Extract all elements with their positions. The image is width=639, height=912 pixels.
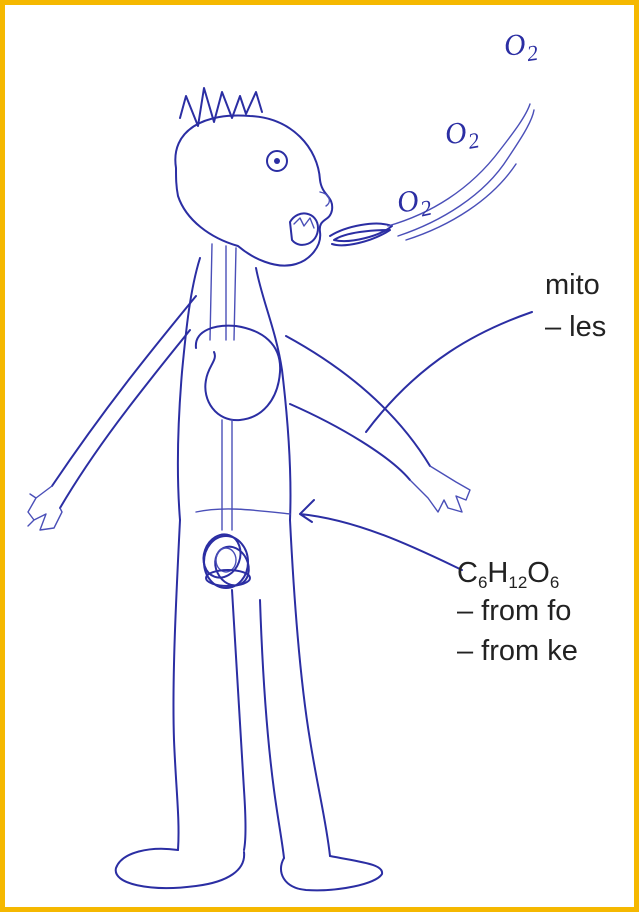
slide-canvas: O2 O2 O2 mito – les C6H12O6 – from fo – … <box>0 0 639 912</box>
slide-border <box>0 0 639 912</box>
